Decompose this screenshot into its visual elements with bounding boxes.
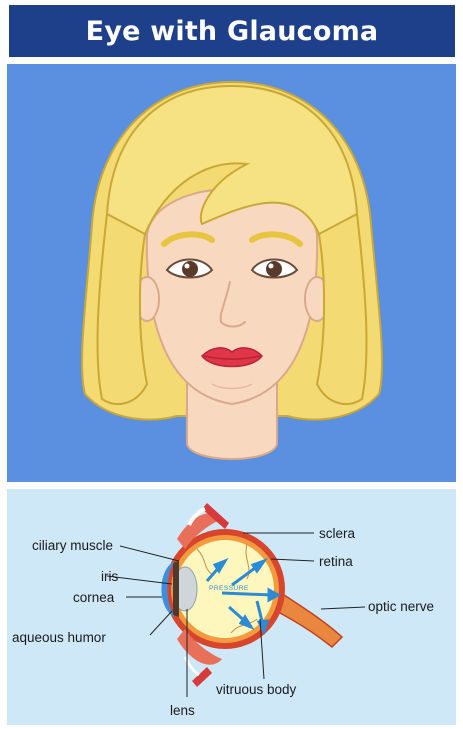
hair-right-side <box>317 214 366 404</box>
leader-ciliary <box>120 546 179 561</box>
woman-face-illustration <box>7 64 456 482</box>
title-banner: Eye with Glaucoma <box>9 5 455 57</box>
eye-diagram-panel: PRESSURE ciliary muscle iris cornea aque… <box>7 489 456 725</box>
iris-shape <box>173 561 179 617</box>
page-title: Eye with Glaucoma <box>86 16 379 47</box>
label-aqueous-humor: aqueous humor <box>12 631 106 645</box>
label-optic-nerve: optic nerve <box>368 600 434 614</box>
leader-optic <box>321 607 365 609</box>
label-cornea: cornea <box>73 591 114 605</box>
leader-aqueous <box>150 611 172 635</box>
label-sclera: sclera <box>319 527 355 541</box>
label-ciliary-muscle: ciliary muscle <box>32 539 113 553</box>
label-iris: iris <box>101 570 118 584</box>
label-vitreous-body: vitruous body <box>216 683 296 697</box>
left-iris <box>182 261 198 277</box>
label-retina: retina <box>319 555 353 569</box>
right-iris <box>266 261 282 277</box>
label-lens: lens <box>170 704 195 718</box>
pressure-text: PRESSURE <box>209 585 249 592</box>
portrait-panel <box>7 64 456 482</box>
hair-left-side <box>98 214 147 404</box>
